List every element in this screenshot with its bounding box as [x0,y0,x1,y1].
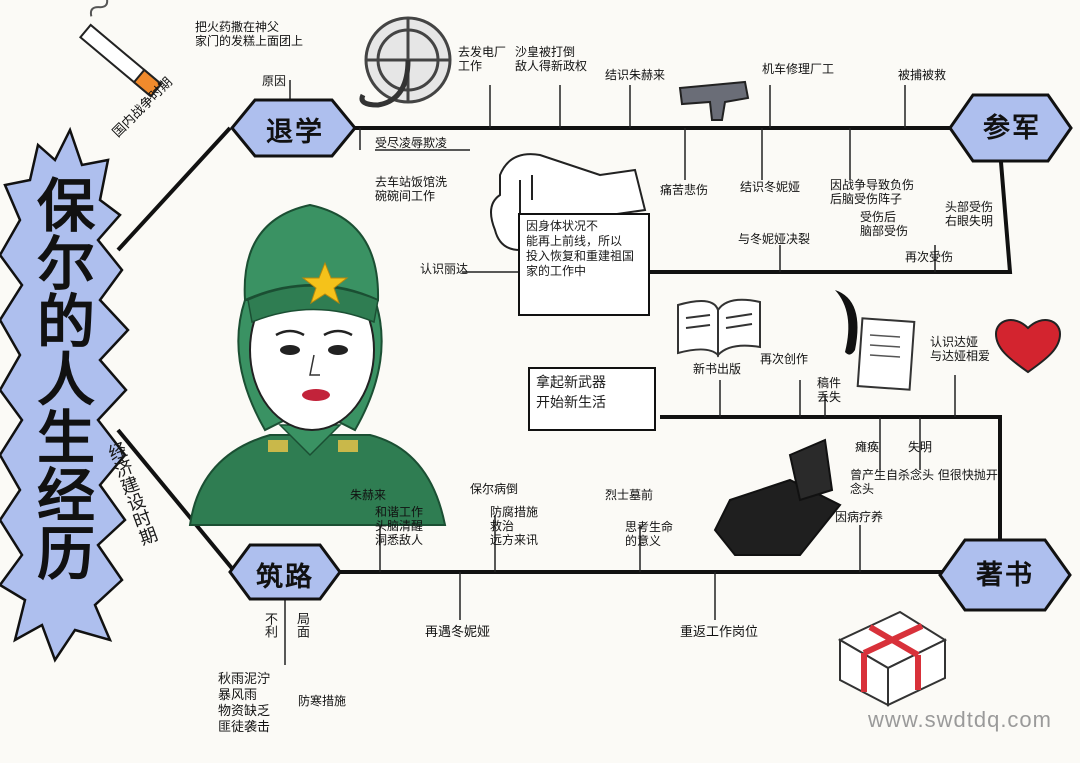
note-shigao: 稿件 丢失 [817,376,842,404]
note-tongku: 痛苦悲伤 [660,183,709,197]
note-fangfu: 防腐措施 救治 远方来讯 [490,505,539,547]
heart-icon [994,319,1062,374]
watermark: www.swdtdq.com [868,707,1052,732]
note-xinshu: 新书出版 [693,362,742,376]
gun-icon [678,80,750,121]
note-chuanbu: 沙皇被打倒 敌人得新政权 [515,45,588,73]
title-burst-shape [0,126,130,663]
note-jiaoqi: 与冬妮娅决裂 [738,232,811,246]
note-dongni: 结识冬妮娅 [740,180,801,194]
center-box: 因身体状况不 能再上前线，所以 投入恢复和重建祖国 家的工作中 [518,213,650,316]
note-zaiyu: 再遇冬妮娅 [425,625,491,640]
hex-node-zhushu[interactable] [938,538,1072,612]
note-jianchi: 曾产生自杀念头 但很快抛开念头 [850,468,998,496]
note-rensheng: 思考生命 的意义 [625,520,674,548]
note-zhudong: 结识朱赫来 [605,68,666,82]
note-jumian-label: 局面 [294,612,309,638]
note-zaici: 再次受伤 [905,250,954,264]
sub-branch-lines [284,80,956,665]
note-fanghan: 防寒措施 [298,694,347,708]
wheel-icon [359,16,452,108]
note-beibu: 被捕被救 [898,68,947,82]
note-shoushang-b: 头部受伤 右眼失明 [945,200,994,228]
cigarette-icon [78,0,163,98]
note-shoushang-a: 受伤后 脑部受伤 [860,210,909,238]
node-label-zhushu[interactable]: 著书 [976,560,1034,591]
red-star-icon [301,261,349,305]
note-yuanyin-text: 把火药撒在神父 家门的发糕上面团上 [195,20,304,48]
hex-node-canjun[interactable] [948,93,1073,163]
node-label-zhulu[interactable]: 筑路 [256,562,314,593]
note-renshi: 认识丽达 [420,262,469,276]
book-icon [677,298,761,358]
note-dianchang: 去发电厂 工作 [458,45,507,73]
note-tanhuan: 瘫痪 [855,440,880,454]
lower-box: 拿起新武器 开始新生活 [528,367,656,431]
note-zhanzheng: 因战争导致负伤 后脑受伤阵子 [830,178,915,206]
note-jiqi: 机车修理厂工 [762,62,835,76]
hex-node-tuixue[interactable] [230,98,357,158]
note-fandian: 去车站饭馆洗 碗碗间工作 [375,175,448,203]
note-shoujin: 受尽凌辱欺凌 [375,136,448,150]
gift-box-icon [837,610,948,707]
note-bingtuan: 保尔病倒 [470,482,519,496]
note-yinbing: 因病疗养 [835,510,884,524]
soldier-portrait [188,203,447,526]
note-yuanyin-label: 原因 [262,74,287,88]
coffin-icon [713,438,842,556]
note-gongzuo: 和谐工作 头脑清醒 洞悉敌人 [375,505,424,547]
note-aiqing: 认识达娅 与达娅相爱 [930,335,991,363]
note-lieshi: 烈士墓前 [605,488,654,502]
note-buli-label: 不利 [262,612,277,638]
note-difficulty: 秋雨泥泞 暴风雨 物资缺乏 匪徒袭击 [218,672,271,735]
hex-node-zhulu[interactable] [228,543,342,601]
main-title: 保尔的人生经历 [27,175,95,581]
node-label-tuixue[interactable]: 退学 [266,117,324,148]
note-zhuhelai: 朱赫来 [350,488,387,502]
note-zaici-chuangzuo: 再次创作 [760,352,809,366]
note-shiming: 失明 [908,440,933,454]
branch-lines [116,126,1013,574]
node-label-canjun[interactable]: 参军 [983,113,1041,144]
note-chongfan: 重返工作岗位 [680,625,759,640]
quill-paper-icon [835,290,916,391]
